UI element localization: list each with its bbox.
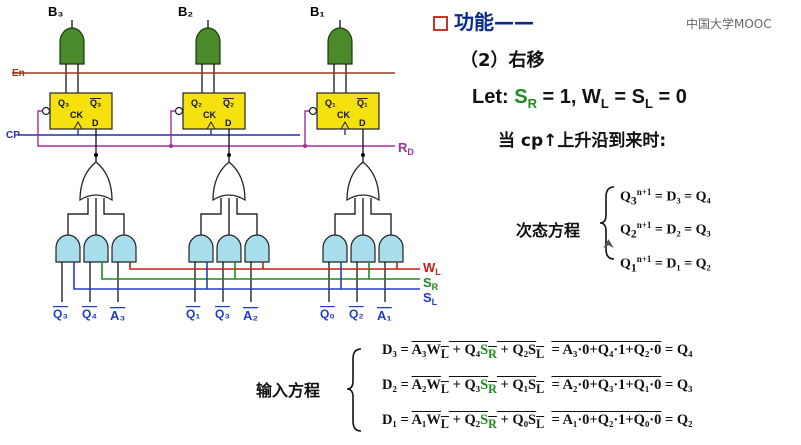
ff3-ck: CK [70, 110, 83, 120]
input-label: A₁ [377, 308, 392, 323]
input-label: A₂ [243, 308, 258, 323]
ff1-qn: Q₁ [357, 98, 368, 108]
next-state-label: 次态方程 [516, 221, 581, 240]
next-state-eq: Q2n+1 = D₂ = Q₃ [620, 220, 711, 241]
input-label: A₃ [110, 308, 125, 323]
output-and-gates [59, 27, 353, 65]
sr-label: SR [423, 275, 439, 292]
bullet-icon [433, 16, 448, 31]
ff1-ck: CK [337, 110, 350, 120]
subtitle: （2）右移 [460, 50, 545, 71]
section-title: 功能—— [433, 6, 534, 35]
next-state-eq: Q1n+1 = D₁ = Q₂ [620, 253, 711, 275]
input-and-gates [55, 234, 404, 263]
shift-register-circuit: B₃ B₂ B₁ En [6, 4, 441, 323]
next-state-eq: Q3n+1 = D₃ = Q₄ [620, 187, 711, 208]
cp-line [18, 129, 346, 136]
output-label-b2: B₂ [178, 4, 193, 19]
ff2-q: Q₂ [191, 98, 202, 108]
ff3-d: D [92, 118, 99, 128]
ff1-d: D [359, 118, 366, 128]
or-gates [79, 161, 380, 202]
flip-flops [49, 92, 380, 130]
input-label: Q₃ [215, 307, 230, 321]
ff1-q: Q₁ [325, 98, 336, 108]
input-eq-line-1: D₃ = A₃WL + Q₄SR + Q₂SL = A₃·0+Q₄·1+Q₂·0… [382, 342, 693, 361]
mouse-cursor-icon: ⮝ [603, 237, 615, 252]
input-label: Q₁ [186, 307, 200, 321]
rd-label: RD [398, 140, 414, 157]
rd-line [37, 110, 395, 147]
let-line: Let: SR = 1, WL = SL = 0 [472, 86, 687, 111]
input-eq-line-2: D₂ = A₂WL + Q₃SR + Q₁SL = A₂·0+Q₃·1+Q₁·0… [382, 377, 693, 396]
wl-line [129, 262, 420, 270]
sr-line [101, 262, 420, 280]
trigger-text: 当 cp↑上升沿到来时: [498, 131, 667, 151]
output-label-b1: B₁ [310, 4, 325, 19]
mooc-logo: 中国大学MOOC [686, 17, 772, 31]
ff3-qn: Q₃ [90, 98, 101, 108]
input-eq-label: 输入方程 [256, 381, 321, 400]
input-eq-line-3: D₁ = A₁WL + Q₂SR + Q₀SL = A₁·0+Q₂·1+Q₀·0… [382, 412, 693, 431]
ff2-d: D [225, 118, 232, 128]
input-label: Q₂ [349, 307, 364, 321]
ff-bubbles [41, 106, 318, 116]
sl-label: SL [423, 290, 438, 307]
output-label-b3: B₃ [48, 4, 63, 19]
input-label: Q₀ [320, 307, 335, 321]
input-eq-brace [346, 348, 362, 432]
ff2-ck: CK [203, 110, 216, 120]
next-state-brace [599, 186, 615, 260]
input-label: Q₄ [82, 307, 97, 321]
ff3-q: Q₃ [58, 98, 69, 108]
sl-line [73, 262, 420, 290]
cp-label: CP [6, 130, 20, 141]
wl-label: WL [423, 260, 441, 277]
input-label: Q₃ [53, 307, 68, 321]
next-state-equations: Q3n+1 = D₃ = Q₄ Q2n+1 = D₂ = Q₃ Q1n+1 = … [620, 180, 711, 280]
ff2-qn: Q₂ [223, 98, 234, 108]
